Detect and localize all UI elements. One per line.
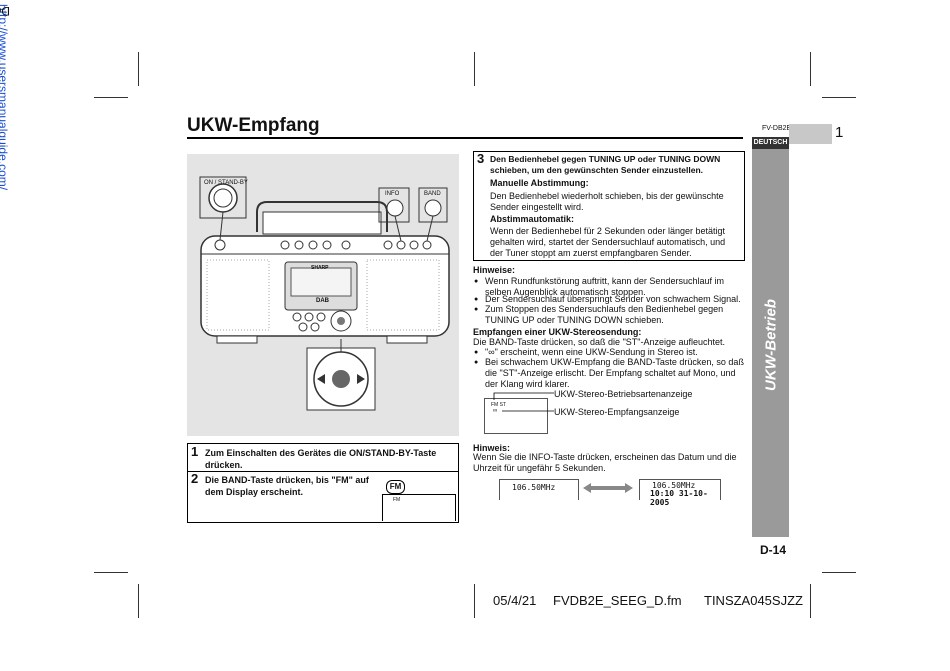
manual-heading: Manuelle Abstimmung: <box>490 178 589 188</box>
section-label: UKW-Betrieb <box>762 299 779 391</box>
step3-box <box>473 151 745 261</box>
source-link[interactable]: http://www.usersmanualguide.com/ <box>0 4 10 191</box>
note-heading: Hinweis: <box>473 443 511 453</box>
chapter-number: 1 <box>835 124 844 141</box>
brand-logo: SHARP <box>311 265 329 271</box>
note-item: Wenn Rundfunkstörung auftritt, kann der … <box>474 276 744 298</box>
fm-badge: FM <box>386 480 405 494</box>
frequency-text: 106.50MHz <box>652 481 696 490</box>
stereo-reception-callout: UKW-Stereo-Empfangsanzeige <box>554 407 680 417</box>
note-text: Wenn Sie die INFO-Taste drücken, erschei… <box>473 452 737 473</box>
auto-heading: Abstimmautomatik: <box>490 214 575 224</box>
notes-heading: Hinweise: <box>473 265 516 275</box>
footer-file: FVDB2E_SEEG_D.fm <box>553 593 682 608</box>
step-number: 3 <box>477 151 485 166</box>
footer-code: TINSZA045SJZZ <box>704 593 803 608</box>
info-label: INFO <box>385 191 400 197</box>
band-label: BAND <box>424 191 441 197</box>
callout-lines <box>493 392 554 412</box>
fm-display: FM <box>382 494 456 521</box>
stereo-heading: Empfangen einer UKW-Stereosendung: <box>473 327 642 337</box>
step-divider <box>188 471 458 472</box>
model-label: FV-DB2E <box>762 125 792 132</box>
side-bar <box>752 149 789 537</box>
on-standby-label: ON / STAND-BY <box>204 180 248 186</box>
radio-drawing <box>199 176 450 411</box>
frequency-text: 106.50MHz <box>512 483 556 492</box>
note-item: Der Sendersuchlauf überspringt Sender vo… <box>474 294 744 305</box>
stereo-item: "∞" erscheint, wenn eine UKW-Sendung in … <box>474 347 744 358</box>
device-illustration: ON / STAND-BY INFO BAND SHARP DAB <box>187 154 459 436</box>
crop-mark <box>474 52 475 86</box>
auto-text: Wenn der Bedienhebel für 2 Sekunden oder… <box>490 226 726 258</box>
fm-display-text: FM <box>393 497 401 503</box>
crop-mark <box>810 584 811 618</box>
crop-mark <box>822 97 856 98</box>
crop-mark <box>94 97 128 98</box>
manual-text: Den Bedienhebel wiederholt schieben, bis… <box>490 191 724 212</box>
step-number: 1 <box>191 444 199 459</box>
dab-logo: DAB <box>316 298 329 304</box>
datetime-display: 106.50MHz 10:10 31-10-2005 <box>639 479 721 507</box>
title-rule <box>187 137 743 139</box>
datetime-text: 10:10 31-10-2005 <box>650 489 708 507</box>
stereo-mode-callout: UKW-Stereo-Betriebsartenanzeige <box>554 389 693 399</box>
language-badge: DEUTSCH <box>752 137 789 149</box>
steps-box <box>187 443 459 523</box>
step-text: Den Bedienhebel gegen TUNING UP oder TUN… <box>490 154 721 175</box>
step-text: Die BAND-Taste drücken, bis "FM" auf dem… <box>205 475 369 497</box>
crop-mark <box>474 584 475 618</box>
page-code: D-14 <box>760 543 787 557</box>
stereo-lcd: FM ST ∞ <box>484 398 548 434</box>
step-number: 2 <box>191 471 199 486</box>
side-tab <box>789 124 832 144</box>
side-note: Downloaded from: http://www.usersmanualg… <box>0 4 12 304</box>
page-title: UKW-Empfang <box>187 115 320 136</box>
stereo-item: Bei schwachem UKW-Empfang die BAND-Taste… <box>474 357 744 390</box>
note-item: Zum Stoppen des Sendersuchlaufs den Bedi… <box>474 304 744 326</box>
frequency-display: 106.50MHz <box>499 479 579 500</box>
footer-date: 05/4/21 <box>493 593 537 608</box>
crop-mark <box>138 584 139 618</box>
double-arrow-icon <box>583 483 633 493</box>
stereo-intro: Die BAND-Taste drücken, so daß die "ST"-… <box>473 337 726 347</box>
crop-mark <box>810 52 811 86</box>
crop-mark <box>94 572 128 573</box>
crop-mark <box>138 52 139 86</box>
step-text: Zum Einschalten des Gerätes die ON/STAND… <box>205 448 437 470</box>
side-note-prefix: Downloaded from: <box>0 4 10 18</box>
crop-mark <box>822 572 856 573</box>
lcd-stereo-indicator: ∞ <box>493 408 498 414</box>
lcd-stereo-mode: FM ST <box>491 402 506 408</box>
